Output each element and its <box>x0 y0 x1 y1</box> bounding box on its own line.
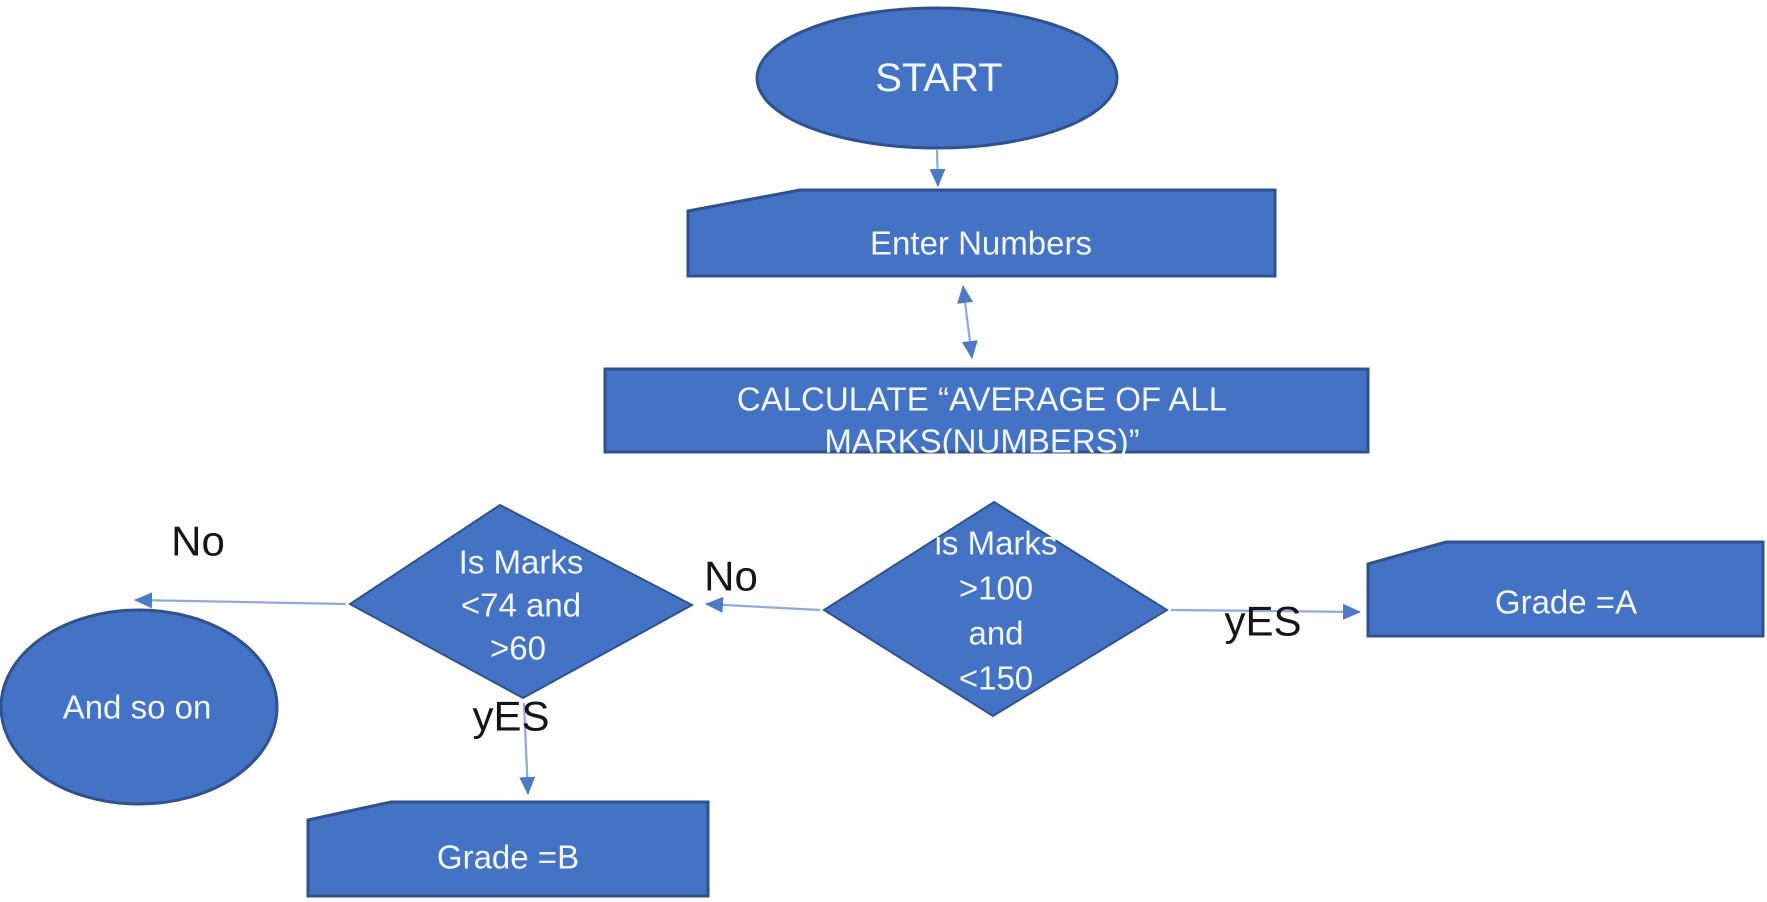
node-calculate: CALCULATE “AVERAGE OF ALL MARKS(NUMBERS)… <box>603 367 1370 460</box>
decision-left-line-1: Is Marks <box>459 544 584 581</box>
calculate-rect <box>603 367 1370 454</box>
and-so-on-label: And so on <box>63 689 212 726</box>
node-and-so-on: And so on <box>0 608 279 806</box>
node-grade-a: Grade =A <box>1366 540 1765 638</box>
connector-start-to-enter <box>929 149 946 187</box>
grade-a-shape <box>1366 540 1765 638</box>
edge-label-no-left: No <box>171 518 225 565</box>
edge-label-yes-left: yES <box>472 693 549 740</box>
calculate-line-1: CALCULATE “AVERAGE OF ALL <box>737 381 1227 418</box>
calculate-line-2: MARKS(NUMBERS)” <box>824 423 1139 460</box>
decision-right-line-2: >100 <box>959 570 1033 607</box>
decision-right-line-4: <150 <box>959 660 1033 697</box>
node-decision-marks-74-60: Is Marks <74 and >60 <box>348 503 695 700</box>
decision-left-line-2: <74 and <box>461 587 581 624</box>
grade-b-shape <box>306 800 710 898</box>
node-decision-marks-100-150: is Marks >100 and <150 <box>822 500 1169 718</box>
connector-decision-left-yes <box>519 702 536 795</box>
connector-enter-calculate-double <box>957 285 978 359</box>
and-so-on-ellipse <box>0 608 279 806</box>
start-ellipse <box>755 6 1119 150</box>
decision-left-diamond <box>348 503 695 700</box>
start-label: START <box>875 56 1002 100</box>
decision-right-diamond <box>822 500 1169 718</box>
enter-numbers-label: Enter Numbers <box>870 225 1092 262</box>
decision-right-line-1: is Marks <box>935 525 1058 562</box>
decision-left-line-3: >60 <box>490 630 546 667</box>
node-grade-b: Grade =B <box>306 800 710 898</box>
node-start: START <box>755 6 1119 150</box>
grade-b-label: Grade =B <box>437 839 579 876</box>
connector-decision-right-no <box>705 596 821 613</box>
enter-numbers-shape <box>686 188 1277 278</box>
edge-label-yes-right: yES <box>1224 598 1301 645</box>
edge-label-no-right: No <box>704 553 758 600</box>
node-enter-numbers: Enter Numbers <box>686 188 1277 278</box>
decision-right-line-3: and <box>968 615 1023 652</box>
connector-decision-left-no <box>134 592 347 609</box>
grade-a-label: Grade =A <box>1495 584 1637 621</box>
connector-decision-right-yes <box>1170 603 1361 620</box>
